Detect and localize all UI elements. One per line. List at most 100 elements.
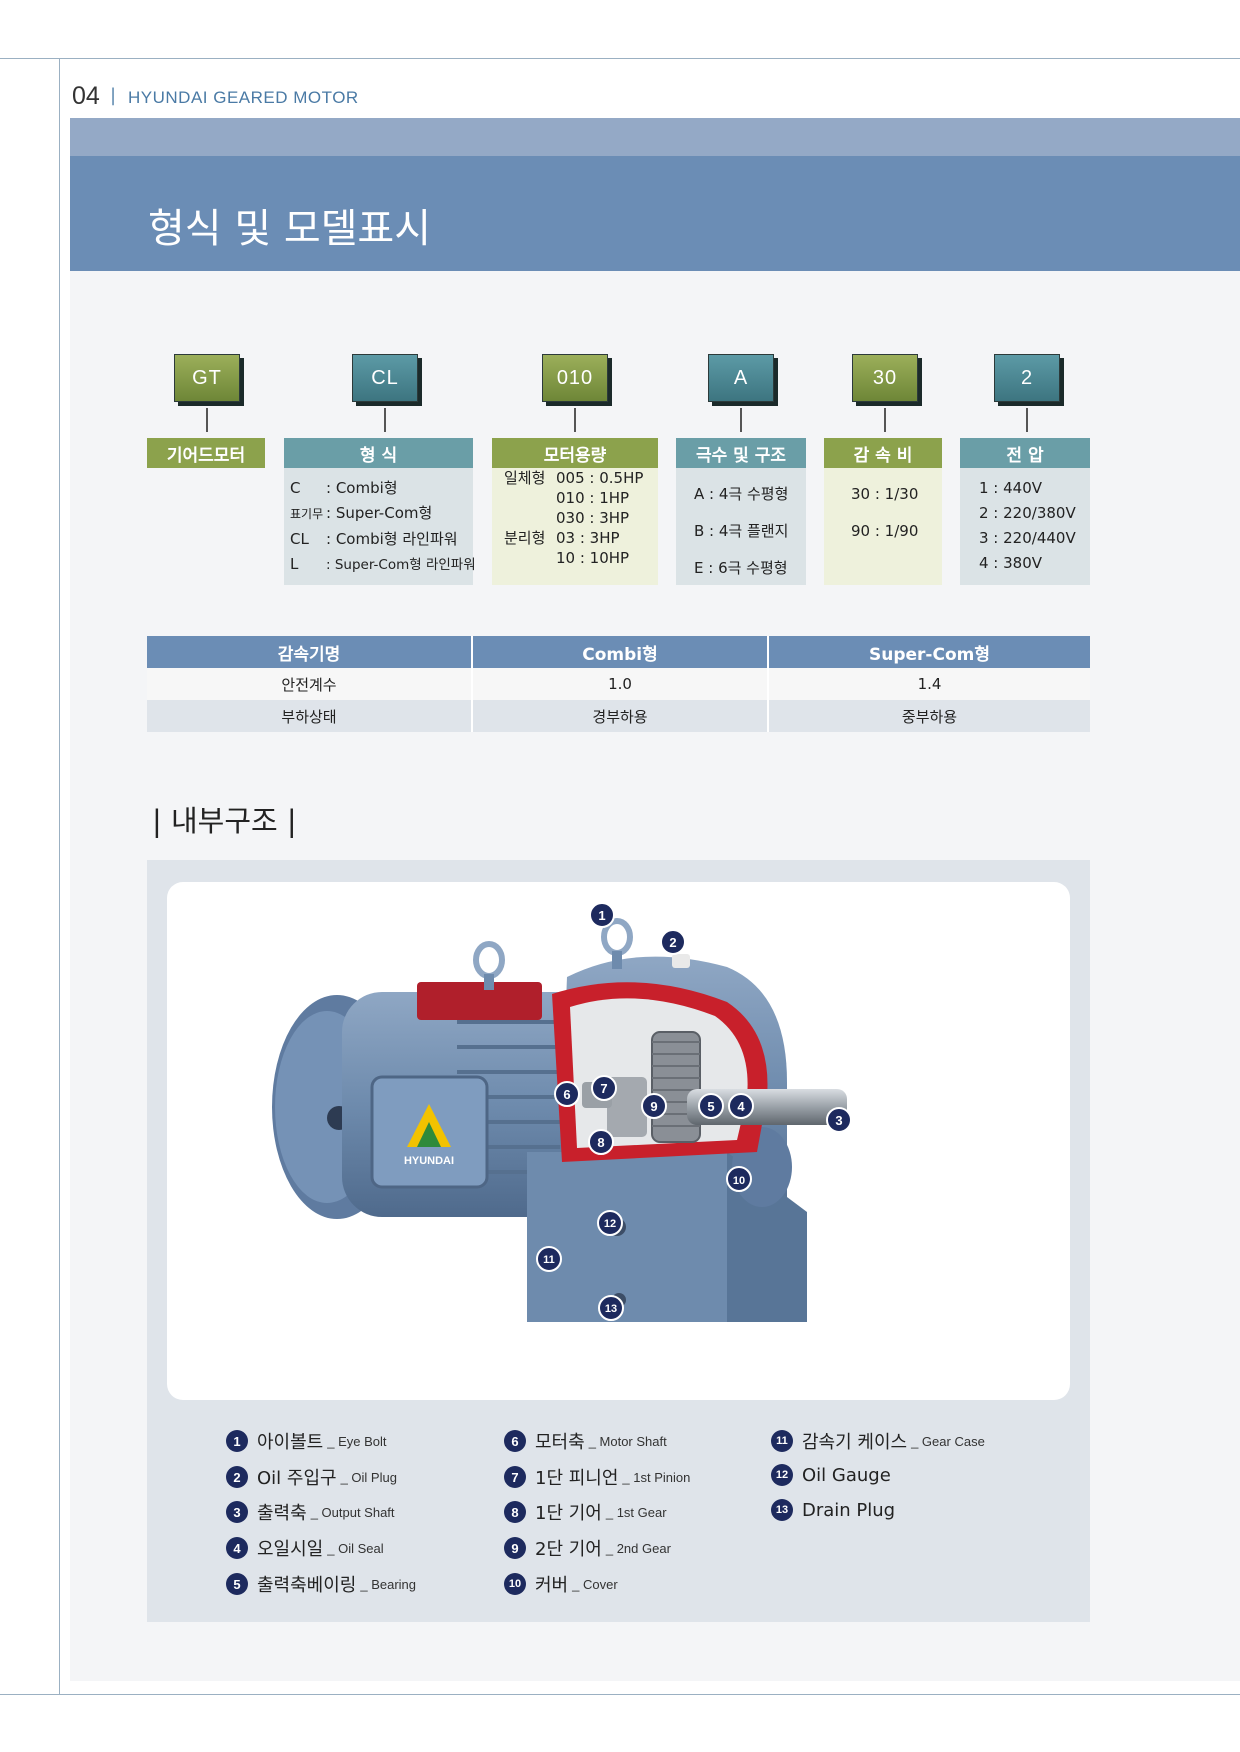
connector-voltage bbox=[1026, 408, 1028, 432]
svg-text:1: 1 bbox=[598, 908, 605, 923]
voltage-row: 2 : 220/380V bbox=[979, 504, 1076, 522]
svg-text:6: 6 bbox=[563, 1087, 570, 1102]
table-cell: 중부하용 bbox=[768, 700, 1090, 732]
ratio-row: 90 : 1/90 bbox=[851, 522, 919, 540]
title-band bbox=[70, 156, 1240, 271]
callout-13: 13 bbox=[598, 1295, 624, 1321]
svg-text:9: 9 bbox=[650, 1099, 657, 1114]
title-band-top bbox=[70, 118, 1240, 156]
pole-row: E : 6극 수평형 bbox=[694, 559, 788, 577]
code-box-voltage: 2 bbox=[994, 354, 1060, 402]
pole-row: B : 4극 플랜지 bbox=[694, 522, 789, 540]
table-header: 감속기명 bbox=[147, 636, 473, 668]
svg-text:10: 10 bbox=[733, 1175, 745, 1187]
type-row: CL: Combi형 라인파워 bbox=[290, 530, 458, 548]
voltage-body: 1 : 440V 2 : 220/380V 3 : 220/440V 4 : 3… bbox=[960, 468, 1090, 585]
svg-text:7: 7 bbox=[600, 1081, 607, 1096]
type-row: C: Combi형 bbox=[290, 479, 398, 497]
geared-motor-cutaway-image: HYUNDAI 1 2 bbox=[167, 882, 1070, 1400]
table-header: Combi형 bbox=[472, 636, 769, 668]
capacity-row: 10 : 10HP bbox=[556, 549, 630, 567]
table-row: 안전계수 1.0 1.4 bbox=[147, 668, 1090, 700]
voltage-row: 1 : 440V bbox=[979, 479, 1043, 497]
ratio-row: 30 : 1/30 bbox=[851, 485, 919, 503]
connector-ratio bbox=[884, 408, 886, 432]
category-pole: 극수 및 구조 bbox=[676, 438, 806, 468]
1st-gear bbox=[607, 1077, 647, 1137]
table-cell: 경부하용 bbox=[472, 700, 769, 732]
connector-cl bbox=[384, 408, 386, 432]
connector-pole bbox=[740, 408, 742, 432]
capacity-row: 030 : 3HP bbox=[556, 509, 630, 527]
table-cell: 안전계수 bbox=[147, 668, 473, 700]
reducer-spec-table: 감속기명 Combi형 Super-Com형 안전계수 1.0 1.4 부하상태… bbox=[147, 636, 1090, 732]
callout-9: 9 bbox=[641, 1093, 667, 1119]
oil-plug bbox=[672, 954, 690, 968]
svg-text:8: 8 bbox=[597, 1135, 604, 1150]
type-row: 표기무: Super-Com형 bbox=[290, 504, 433, 522]
callout-3: 3 bbox=[826, 1107, 852, 1133]
callout-10: 10 bbox=[726, 1166, 752, 1192]
code-box-capacity: 010 bbox=[542, 354, 608, 402]
callout-11: 11 bbox=[536, 1246, 562, 1272]
brand-label: HYUNDAI bbox=[404, 1155, 454, 1167]
left-rule bbox=[59, 58, 60, 1694]
callout-7: 7 bbox=[591, 1075, 617, 1101]
table-cell: 1.4 bbox=[768, 668, 1090, 700]
connector-gt bbox=[206, 408, 208, 432]
type-body: C: Combi형 표기무: Super-Com형 CL: Combi형 라인파… bbox=[284, 468, 476, 585]
code-box-pole: A bbox=[708, 354, 774, 402]
callout-8: 8 bbox=[588, 1129, 614, 1155]
code-box-ratio: 30 bbox=[852, 354, 918, 402]
svg-text:11: 11 bbox=[543, 1254, 555, 1266]
code-box-gt: GT bbox=[174, 354, 240, 402]
table-cell: 부하상태 bbox=[147, 700, 473, 732]
connector-capacity bbox=[574, 408, 576, 432]
table-row: 부하상태 경부하용 중부하용 bbox=[147, 700, 1090, 732]
motor-eye-bolt bbox=[473, 941, 505, 979]
geared-motor-illustration: HYUNDAI 1 2 bbox=[272, 902, 852, 1322]
category-capacity: 모터용량 bbox=[492, 438, 658, 468]
section-title: 형식 및 모델표시 bbox=[148, 206, 432, 252]
svg-text:5: 5 bbox=[707, 1099, 714, 1114]
voltage-row: 4 : 380V bbox=[979, 554, 1043, 572]
header-separator: | bbox=[110, 85, 117, 106]
gear-case-foot bbox=[527, 1152, 727, 1322]
output-shaft bbox=[687, 1089, 847, 1125]
table-cell: 1.0 bbox=[472, 668, 769, 700]
nameplate bbox=[417, 982, 542, 1020]
voltage-row: 3 : 220/440V bbox=[979, 529, 1076, 547]
bottom-rule bbox=[0, 1694, 1240, 1695]
capacity-row: 010 : 1HP bbox=[556, 489, 630, 507]
callout-12: 12 bbox=[597, 1210, 623, 1236]
running-header: HYUNDAI GEARED MOTOR bbox=[128, 88, 359, 107]
pole-row: A : 4극 수평형 bbox=[694, 485, 789, 503]
callout-5: 5 bbox=[698, 1093, 724, 1119]
category-type: 형 식 bbox=[284, 438, 473, 468]
code-box-cl: CL bbox=[352, 354, 418, 402]
category-geared-motor: 기어드모터 bbox=[147, 438, 265, 468]
type-row: L: Super-Com형 라인파워 bbox=[290, 555, 476, 573]
svg-text:12: 12 bbox=[604, 1218, 616, 1230]
pole-body: A : 4극 수평형 B : 4극 플랜지 E : 6극 수평형 bbox=[676, 468, 806, 585]
table-header: Super-Com형 bbox=[768, 636, 1090, 668]
internal-structure-title: | 내부구조 | bbox=[152, 804, 297, 838]
svg-text:2: 2 bbox=[669, 935, 676, 950]
category-ratio: 감 속 비 bbox=[824, 438, 942, 468]
svg-text:3: 3 bbox=[835, 1113, 842, 1128]
table-header-row: 감속기명 Combi형 Super-Com형 bbox=[147, 636, 1090, 668]
